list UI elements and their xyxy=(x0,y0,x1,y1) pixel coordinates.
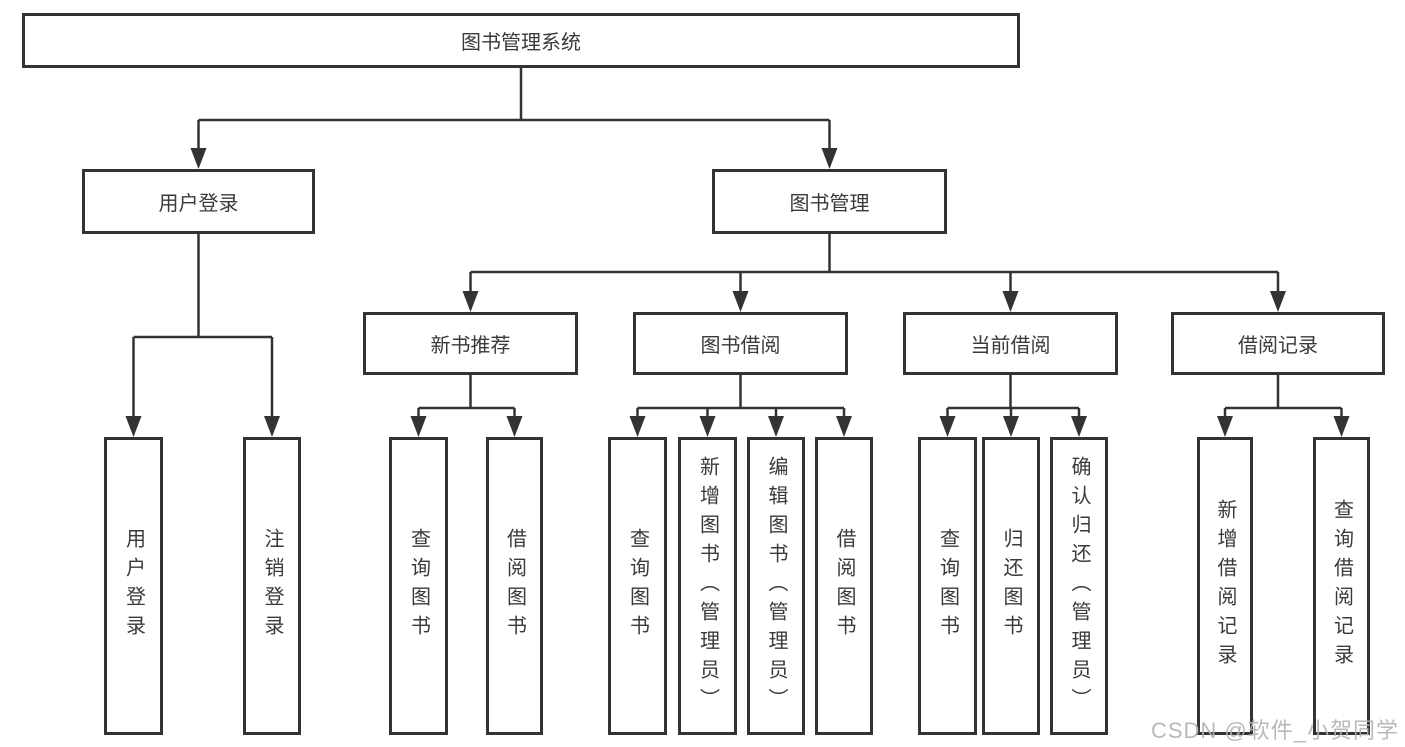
node-label: 注销登录 xyxy=(261,528,283,644)
leaf-query-books-current: 查询图书 xyxy=(918,437,977,735)
arrowheads-current-borrow-group xyxy=(939,416,1087,437)
node-label: 查询借阅记录 xyxy=(1330,499,1353,673)
node-label: 查询图书 xyxy=(407,528,430,644)
node-label: 新增借阅记录 xyxy=(1214,499,1236,673)
arrowheads-user-login-branch xyxy=(125,416,280,437)
leaf-borrow-books-recommend: 借阅图书 xyxy=(486,437,543,735)
leaf-user-login: 用户登录 xyxy=(104,437,163,735)
node-label: 用户登录 xyxy=(122,528,145,644)
arrowheads-root-branch xyxy=(190,148,838,169)
node-label: 确认归还（管理员） xyxy=(1068,455,1090,717)
leaf-borrow-books: 借阅图书 xyxy=(815,437,873,735)
connector-user-login-branch xyxy=(132,234,274,418)
node-label: 查询图书 xyxy=(936,528,959,644)
node-label: 当前借阅 xyxy=(970,335,1051,357)
node-borrowing-records: 借阅记录 xyxy=(1171,312,1385,375)
node-label: 图书管理 xyxy=(789,193,870,215)
node-label: 借阅图书 xyxy=(503,528,526,644)
node-label: 归还图书 xyxy=(1000,528,1022,644)
node-user-login-branch: 用户登录 xyxy=(82,169,315,234)
leaf-return-book: 归还图书 xyxy=(982,437,1040,735)
leaf-query-books-recommend: 查询图书 xyxy=(389,437,448,735)
node-book-borrowing: 图书借阅 xyxy=(633,312,848,375)
arrowheads-book-borrow-group xyxy=(629,416,852,437)
connector-current-borrow-group xyxy=(946,375,1081,418)
leaf-logout: 注销登录 xyxy=(243,437,301,735)
leaf-query-books-borrowing: 查询图书 xyxy=(608,437,667,735)
arrowheads-book-management-branch xyxy=(462,291,1286,312)
arrowheads-borrow-record-group xyxy=(1217,416,1350,437)
node-label: 用户登录 xyxy=(158,193,239,215)
node-label: 新书推荐 xyxy=(430,335,511,357)
leaf-query-borrow-record: 查询借阅记录 xyxy=(1313,437,1370,735)
connector-new-book-group xyxy=(417,375,516,418)
node-label: 编辑图书（管理员） xyxy=(765,455,787,717)
connector-borrow-record-group xyxy=(1223,375,1343,418)
leaf-edit-book-admin: 编辑图书（管理员） xyxy=(747,437,805,735)
node-label: 借阅图书 xyxy=(833,528,855,644)
node-label: 图书借阅 xyxy=(700,335,781,357)
node-label: 新增图书（管理员） xyxy=(696,455,719,717)
node-book-management-branch: 图书管理 xyxy=(712,169,947,234)
connector-book-borrow-group xyxy=(636,375,846,418)
arrowheads-new-book-group xyxy=(410,416,523,437)
connector-root-branch xyxy=(197,68,831,150)
node-new-book-recommendation: 新书推荐 xyxy=(363,312,578,375)
node-current-borrowing: 当前借阅 xyxy=(903,312,1118,375)
node-label: 借阅记录 xyxy=(1238,335,1318,357)
csdn-watermark: CSDN @软件_小贺同学 xyxy=(1150,718,1399,743)
leaf-add-borrow-record: 新增借阅记录 xyxy=(1197,437,1253,735)
leaf-add-book-admin: 新增图书（管理员） xyxy=(678,437,737,735)
node-label: 图书管理系统 xyxy=(461,32,581,54)
leaf-confirm-return-admin: 确认归还（管理员） xyxy=(1050,437,1108,735)
node-library-management-system: 图书管理系统 xyxy=(22,13,1020,68)
connector-book-management-branch xyxy=(469,234,1280,293)
node-label: 查询图书 xyxy=(626,528,649,644)
